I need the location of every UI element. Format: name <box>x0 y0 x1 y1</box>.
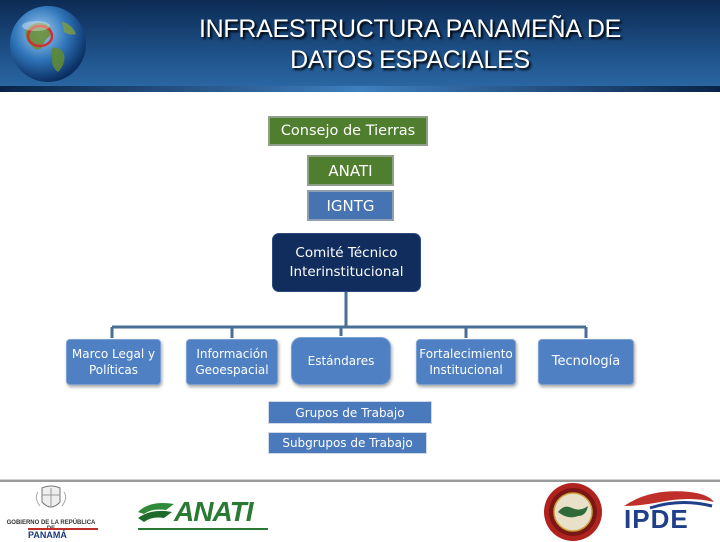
anati-mark-icon <box>138 503 174 522</box>
node-consejo-de-tierras: Consejo de Tierras <box>268 116 428 146</box>
node-informacion-label: Información Geoespacial <box>195 347 269 377</box>
page-title: INFRAESTRUCTURA PANAMEÑA DE DATOS ESPACI… <box>198 15 622 74</box>
logo-anati-text: ANATI <box>174 496 253 527</box>
node-tecnologia-label: Tecnología <box>551 354 621 369</box>
header-banner: INFRAESTRUCTURA PANAMEÑA DE DATOS ESPACI… <box>0 0 720 92</box>
node-comite-label: Comité Técnico Interinstitucional <box>289 244 404 280</box>
ipde-swoosh-icon <box>624 491 714 510</box>
logo-gov-line2: PANAMÁ <box>28 528 98 540</box>
logo-anati-underline <box>138 528 268 530</box>
node-informacion-geoespacial: Información Geoespacial <box>186 339 278 385</box>
logo-ipde-text: IPDE <box>624 504 689 534</box>
globe-icon <box>10 6 86 82</box>
node-fortalecimiento: Fortalecimiento Institucional <box>416 339 516 385</box>
node-anati: ANATI <box>307 155 394 186</box>
logo-ipde: IPDE <box>620 486 716 538</box>
logo-gobierno-panama: GOBIERNO DE LA REPÚBLICA DE PANAMÁ <box>4 484 98 540</box>
node-subgrupos-label: Subgrupos de Trabajo <box>282 436 413 450</box>
node-anati-label: ANATI <box>328 161 373 180</box>
node-consejo-label: Consejo de Tierras <box>280 123 416 139</box>
coat-of-arms-icon <box>35 485 67 508</box>
node-grupos-de-trabajo: Grupos de Trabajo <box>268 401 432 424</box>
node-comite-tecnico: Comité Técnico Interinstitucional <box>272 233 421 292</box>
node-subgrupos-de-trabajo: Subgrupos de Trabajo <box>268 432 427 454</box>
node-marco-legal: Marco Legal y Políticas <box>66 339 161 385</box>
node-grupos-label: Grupos de Trabajo <box>295 405 405 420</box>
node-estandares: Estándares <box>291 337 391 385</box>
node-marco-legal-label: Marco Legal y Políticas <box>71 347 156 377</box>
seal-logo-icon <box>544 483 602 541</box>
node-igntg-label: IGNTG <box>326 196 375 215</box>
node-fortalecimiento-label: Fortalecimiento Institucional <box>419 347 513 377</box>
node-estandares-label: Estándares <box>307 354 375 368</box>
org-connectors <box>110 292 588 338</box>
node-tecnologia: Tecnología <box>538 339 634 385</box>
logo-anati: ANATI <box>136 496 270 530</box>
footer-logo-bar: GOBIERNO DE LA REPÚBLICA DE PANAMÁ ANATI… <box>0 479 720 542</box>
node-igntg: IGNTG <box>307 190 394 221</box>
